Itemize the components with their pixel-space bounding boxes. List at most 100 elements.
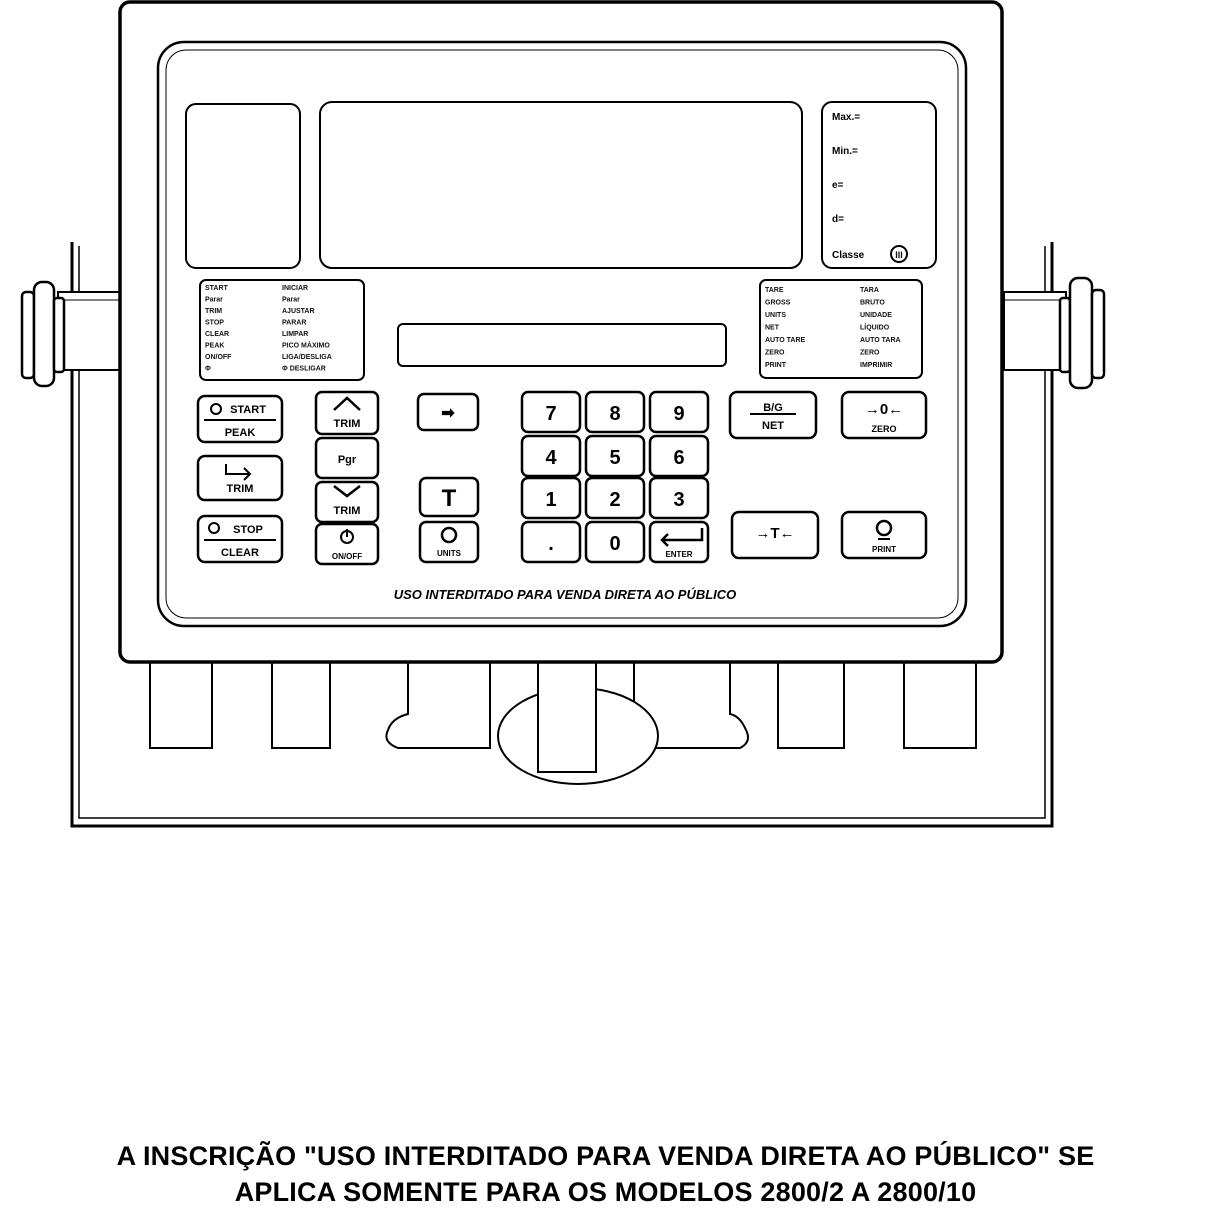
tare-key[interactable]: →T← (730, 510, 820, 560)
legend-translation: Parar (282, 297, 300, 304)
main-weight-display (319, 101, 803, 269)
pgr-label: Pgr (338, 454, 357, 466)
trim-up-label: TRIM (334, 418, 361, 430)
legend-translation: AUTO TARA (860, 337, 901, 344)
digit-key-4[interactable]: 4 (520, 434, 582, 478)
numeric-keypad: 7 8 9 4 5 6 1 2 3. 0 (520, 390, 710, 564)
caption-line-2: APLICA SOMENTE PARA OS MODELOS 2800/2 A … (234, 1177, 977, 1207)
legend-term: STOP (205, 320, 224, 327)
digit-key-7[interactable]: 7 (520, 390, 582, 434)
zero-label: ZERO (871, 424, 896, 434)
legend-translation: INICIAR (282, 285, 308, 292)
metrology-labels: Max.= Min.= e= d= Classe (832, 112, 865, 261)
start-peak-key[interactable]: START PEAK (196, 394, 284, 444)
start-icon (210, 403, 222, 415)
decimal-point-key[interactable]: . (520, 520, 582, 564)
indicator-label: d= (832, 214, 844, 225)
left-legend-plate (199, 279, 365, 381)
stop-clear-key[interactable]: STOP CLEAR (196, 514, 284, 564)
digit-key-1[interactable]: 1 (520, 476, 582, 520)
digit-key-0[interactable]: 0 (584, 520, 646, 564)
trim-down-key[interactable]: TRIM (314, 480, 380, 524)
key-digit-label: 2 (609, 489, 620, 511)
caption-line-1: A INSCRIÇÃO "USO INTERDITADO PARA VENDA … (116, 1141, 1095, 1171)
legend-term: Parar (205, 297, 223, 304)
indicator-label: e= (832, 180, 844, 191)
key-digit-label: 5 (609, 447, 620, 469)
enter-key[interactable]: ENTER (648, 520, 710, 564)
panel-inscription: USO INTERDITADO PARA VENDA DIRETA AO PÚB… (394, 587, 737, 602)
on-off-key[interactable]: ON/OFF (314, 522, 380, 566)
digit-key-5[interactable]: 5 (584, 434, 646, 478)
tare-t-key[interactable]: T (418, 476, 480, 518)
stop-label: STOP (233, 524, 263, 536)
trim-down-label: TRIM (334, 505, 361, 517)
zero-key[interactable]: →0← ZERO (840, 390, 928, 440)
right-knob (1058, 276, 1106, 390)
legend-term: START (205, 285, 229, 292)
digit-key-3[interactable]: 3 (648, 476, 710, 520)
chevron-up-icon (333, 396, 361, 411)
legend-term: TRIM (205, 308, 222, 315)
indicator-label: Min.= (832, 146, 858, 157)
gross-net-key[interactable]: B/G NET (728, 390, 818, 440)
digit-key-2[interactable]: 2 (584, 476, 646, 520)
legend-translation: TARA (860, 287, 879, 294)
peak-label: PEAK (225, 427, 256, 439)
key-digit-label: 3 (673, 489, 684, 511)
gross-label: B/G (763, 402, 783, 414)
arrow-key[interactable]: ➡ (416, 392, 480, 432)
legend-term: PRINT (765, 362, 787, 369)
legend-term: ON/OFF (205, 354, 232, 361)
key-digit-label: 0 (609, 533, 620, 555)
legend-term: UNITS (765, 312, 786, 319)
legend-term: AUTO TARE (765, 337, 806, 344)
legend-term: Φ (205, 366, 211, 373)
units-key[interactable]: UNITS (418, 520, 480, 564)
start-label: START (230, 404, 266, 416)
printer-icon (875, 519, 893, 537)
bottom-connectors (149, 661, 977, 785)
print-label: PRINT (872, 545, 896, 554)
metrology-plate (821, 101, 937, 269)
legend-translation: PARAR (282, 320, 306, 327)
class-mark-text: III (895, 250, 903, 260)
net-label: NET (762, 420, 784, 432)
key-digit-label: 1 (545, 489, 556, 511)
key-digit-label: 9 (673, 403, 684, 425)
digit-key-8[interactable]: 8 (584, 390, 646, 434)
units-label: UNITS (437, 549, 462, 558)
indicator-label: Classe (832, 250, 865, 261)
enter-label: ENTER (665, 550, 692, 559)
legend-translation: ZERO (860, 350, 880, 357)
legend-translation: LÍQUIDO (860, 323, 890, 332)
trim-hand-key[interactable]: TRIM (196, 454, 284, 502)
legend-term: CLEAR (205, 331, 229, 338)
figure-caption: A INSCRIÇÃO "USO INTERDITADO PARA VENDA … (0, 1138, 1211, 1210)
indicator-label: Max.= (832, 112, 860, 123)
legend-translation: PICO MÁXIMO (282, 341, 330, 350)
class-mark (890, 245, 908, 263)
digit-key-9[interactable]: 9 (648, 390, 710, 434)
status-window (185, 103, 301, 269)
clear-label: CLEAR (221, 547, 259, 559)
legend-term: PEAK (205, 343, 224, 350)
secondary-display (397, 323, 727, 367)
trim-up-key[interactable]: TRIM (314, 390, 380, 436)
legend-translation: LIMPAR (282, 331, 308, 338)
legend-term: ZERO (765, 350, 785, 357)
legend-translation: UNIDADE (860, 312, 892, 319)
right-legend-plate (759, 279, 923, 379)
digit-key-6[interactable]: 6 (648, 434, 710, 478)
left-knob (20, 280, 66, 388)
key-digit-label: 7 (545, 403, 556, 425)
print-key[interactable]: PRINT (840, 510, 928, 560)
scale-indicator-drawing: Max.= Min.= e= d= Classe III START INICIAR Par… (20, 0, 1106, 828)
hand-pointer-icon (225, 464, 252, 481)
pgr-key[interactable]: Pgr (314, 436, 380, 480)
legend-translation: LIGA/DESLIGA (282, 354, 332, 361)
trim-hand-label: TRIM (227, 483, 254, 495)
legend-translation: IMPRIMIR (860, 362, 892, 369)
chevron-down-icon (333, 485, 361, 498)
